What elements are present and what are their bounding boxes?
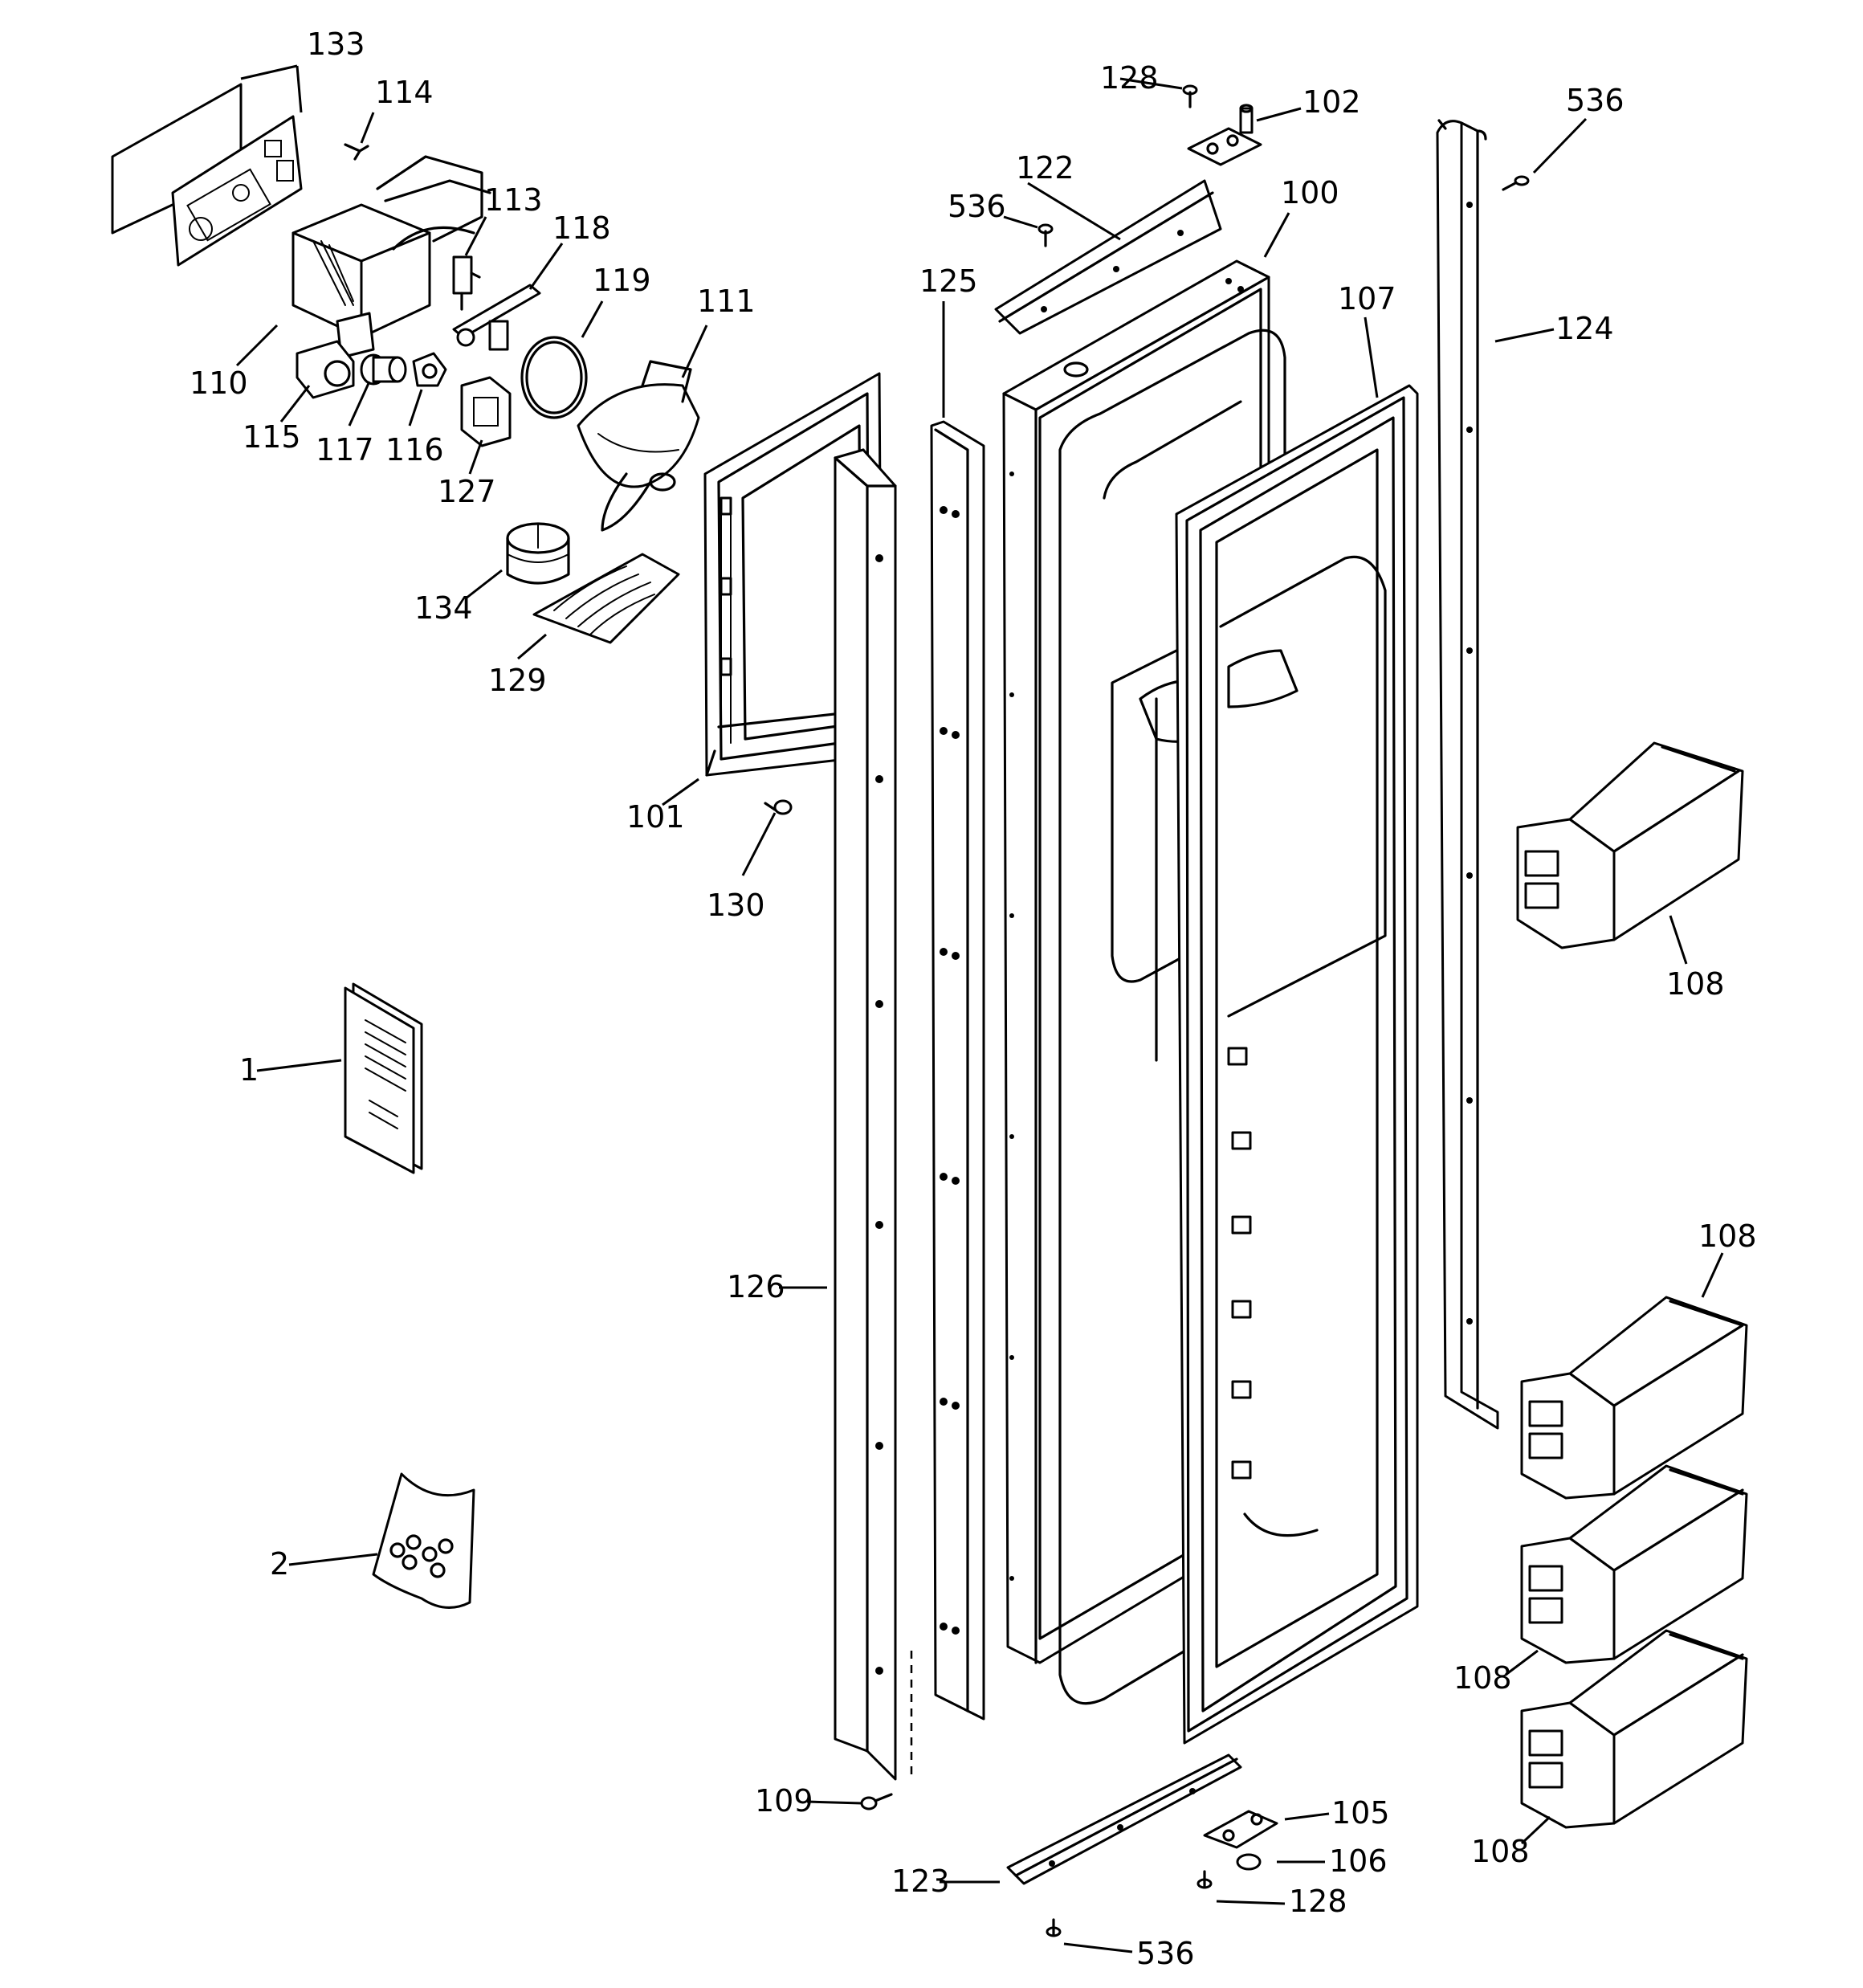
part-130-screw xyxy=(764,799,793,815)
label-2: 2 xyxy=(270,1546,289,1582)
label-113: 113 xyxy=(484,182,543,218)
label-125: 125 xyxy=(919,263,978,299)
label-127: 127 xyxy=(438,474,496,509)
label-108-d: 108 xyxy=(1471,1834,1530,1869)
label-100: 100 xyxy=(1281,175,1339,210)
label-122: 122 xyxy=(1016,150,1074,186)
label-107: 107 xyxy=(1338,281,1396,316)
label-536-right: 536 xyxy=(1566,83,1625,118)
label-111: 111 xyxy=(697,284,756,319)
label-126: 126 xyxy=(727,1269,785,1304)
part-126-trim-strip xyxy=(834,448,913,1781)
part-134-cup xyxy=(506,522,570,585)
part-113-switch xyxy=(452,255,481,311)
part-107-gasket xyxy=(1175,384,1419,1745)
part-119-ring xyxy=(520,336,588,419)
part-115-solenoid xyxy=(296,340,355,399)
label-119: 119 xyxy=(593,263,651,298)
leader-lines xyxy=(235,64,1724,1953)
label-110: 110 xyxy=(190,365,248,401)
label-536-top: 536 xyxy=(948,189,1006,224)
part-125-thin-strip xyxy=(930,420,985,1721)
label-106: 106 xyxy=(1329,1843,1388,1879)
label-102: 102 xyxy=(1302,84,1361,120)
label-105: 105 xyxy=(1331,1795,1390,1831)
label-115: 115 xyxy=(243,419,301,455)
label-133: 133 xyxy=(307,27,365,62)
label-117: 117 xyxy=(316,432,374,467)
label-129: 129 xyxy=(488,663,547,698)
part-110-dispenser-housing xyxy=(291,155,491,359)
part-102-top-hinge xyxy=(1187,104,1262,166)
label-114: 114 xyxy=(375,75,434,110)
part-536-screw-bottom xyxy=(1046,1918,1062,1937)
label-536-bottom: 536 xyxy=(1136,1936,1195,1971)
part-118-lever xyxy=(452,284,541,351)
part-108-handle-1 xyxy=(1516,741,1744,949)
label-101: 101 xyxy=(626,799,685,835)
label-116: 116 xyxy=(385,432,444,467)
part-117-fitting xyxy=(360,353,407,386)
part-106-bushing xyxy=(1236,1853,1262,1871)
part-111-chute xyxy=(577,360,700,532)
part-105-bottom-hinge xyxy=(1203,1810,1278,1849)
part-116-fitting xyxy=(412,352,447,387)
part-127-bracket xyxy=(460,376,512,447)
part-128-screw-top xyxy=(1182,84,1198,108)
part-133-control-board xyxy=(111,83,303,267)
label-123: 123 xyxy=(891,1863,950,1899)
label-1: 1 xyxy=(239,1052,259,1088)
label-124: 124 xyxy=(1555,311,1614,346)
label-128-bottom: 128 xyxy=(1289,1884,1347,1919)
part-1-manual xyxy=(344,982,423,1174)
label-109: 109 xyxy=(755,1783,813,1819)
label-128-top: 128 xyxy=(1100,60,1159,96)
part-108-handle-2 xyxy=(1520,1296,1748,1500)
part-536-screw-top xyxy=(1037,223,1054,247)
part-123-bottom-bracket xyxy=(1006,1753,1242,1885)
label-108-c: 108 xyxy=(1453,1660,1512,1696)
label-130: 130 xyxy=(707,888,765,923)
label-108-b: 108 xyxy=(1698,1219,1757,1254)
part-122-top-bracket xyxy=(994,179,1222,335)
part-124-right-rail xyxy=(1436,119,1499,1430)
part-108-handle-3 xyxy=(1520,1464,1748,1664)
part-536-screw-right xyxy=(1502,175,1530,191)
part-114-clip xyxy=(344,143,369,161)
callout-labels: 133 114 113 118 119 111 110 115 117 116 … xyxy=(190,27,1757,1971)
label-108-a: 108 xyxy=(1666,966,1725,1002)
part-108-handle-4 xyxy=(1520,1629,1748,1829)
part-129-pad xyxy=(532,553,680,644)
part-2-hardware-bag xyxy=(372,1472,475,1609)
label-118: 118 xyxy=(552,210,611,246)
part-128-screw-bottom xyxy=(1196,1870,1213,1889)
part-109-screw xyxy=(860,1793,893,1810)
label-134: 134 xyxy=(414,590,473,626)
